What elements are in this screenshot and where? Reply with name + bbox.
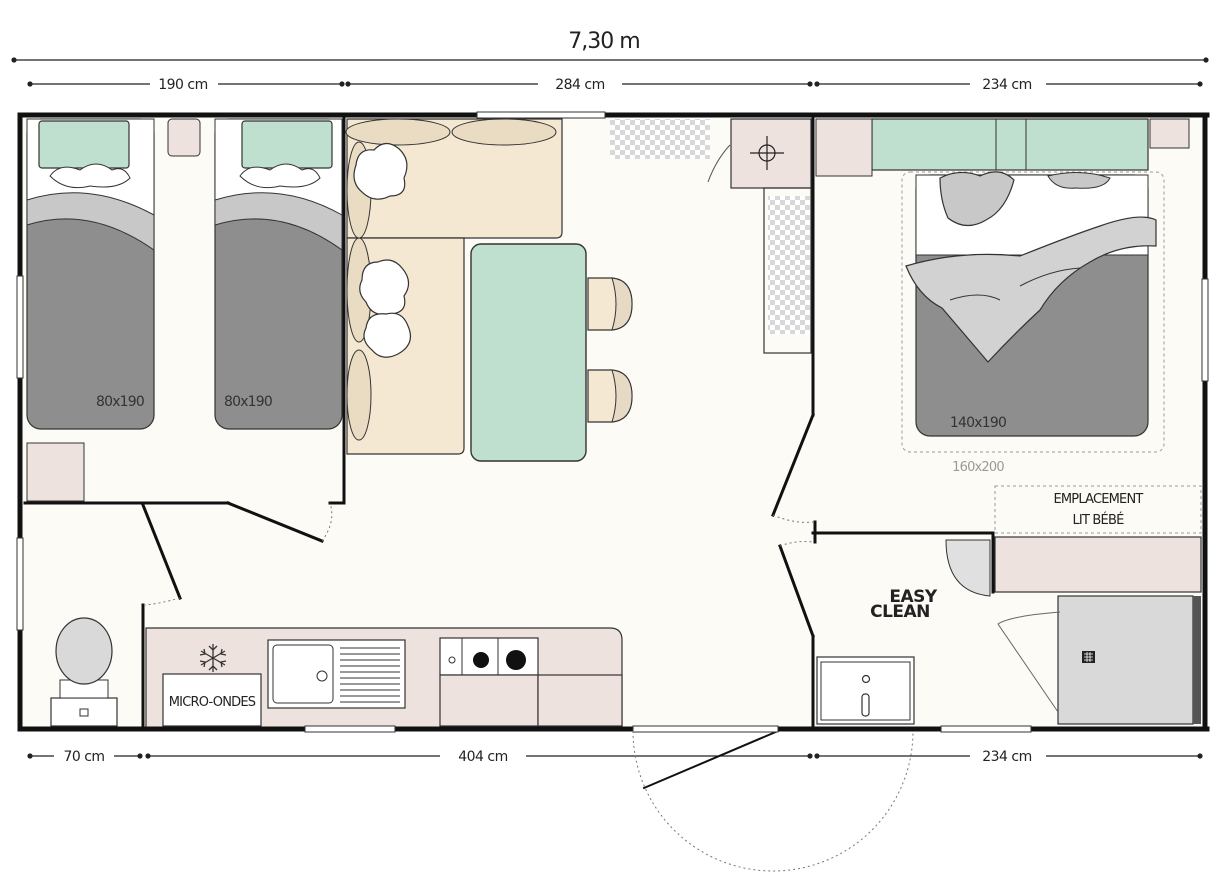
microwave-label: MICRO-ONDES (169, 695, 256, 710)
total-length-label: 7,30 m (568, 29, 639, 54)
living-area (345, 118, 633, 462)
bed-size-label-2: 80x190 (224, 394, 272, 410)
drain-icon (1082, 651, 1095, 663)
easy-clean-label-2: CLEAN (870, 602, 930, 622)
toilet (50, 617, 118, 727)
master-bedroom (815, 118, 1190, 453)
dim-bottom-right: 234 cm (982, 749, 1032, 765)
checker-zone-right (768, 196, 810, 334)
dimension-lines (11, 57, 1209, 759)
dim-bottom-middle: 404 cm (458, 749, 508, 765)
easy-clean-label-1: EASY (889, 587, 938, 607)
crib-area (994, 485, 1202, 534)
dim-top-left: 190 cm (158, 77, 208, 93)
crosshair-icon (750, 136, 784, 170)
twin-bedroom (26, 118, 343, 502)
door-swings (144, 502, 914, 872)
bed-size-label-1: 80x190 (96, 394, 144, 410)
crib-label-line2: LIT BÉBÉ (1072, 512, 1124, 528)
bed-size-option-label: 160x200 (952, 460, 1004, 475)
snowflake-icon (199, 644, 227, 672)
windows (16, 111, 1209, 733)
wardrobe-right (994, 536, 1202, 593)
kitchen (145, 627, 623, 729)
dim-top-middle: 284 cm (555, 77, 605, 93)
bathroom (816, 539, 1201, 725)
checker-zone-top (610, 119, 710, 159)
dim-top-right: 234 cm (982, 77, 1032, 93)
dim-bottom-left: 70 cm (63, 749, 104, 765)
bed-size-label-master: 140x190 (950, 415, 1006, 431)
crib-label-line1: EMPLACEMENT (1053, 492, 1143, 507)
